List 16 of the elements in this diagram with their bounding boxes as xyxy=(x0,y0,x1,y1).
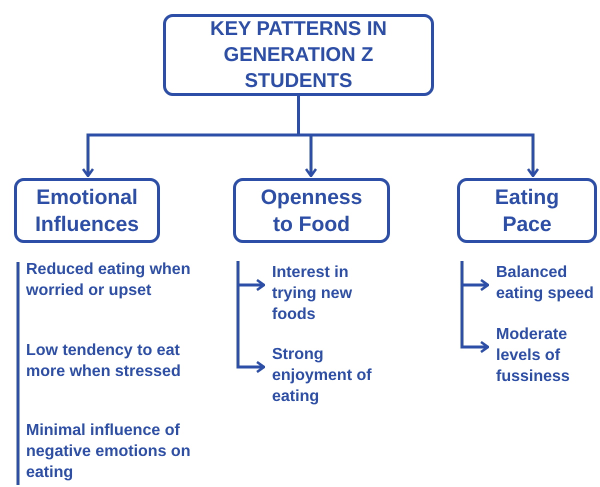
title-text: KEY PATTERNS IN GENERATION Z STUDENTS xyxy=(209,17,388,94)
title-box xyxy=(163,14,434,96)
category-title: Eating Pace xyxy=(494,184,560,238)
list-item-text: Moderate levels of fussiness xyxy=(496,324,600,387)
arrow xyxy=(297,96,540,178)
list-item-text: Interest in trying new foods xyxy=(272,262,382,325)
list-item-text: Reduced eating when worried or upset xyxy=(26,260,191,301)
category-box xyxy=(233,178,390,243)
list-item-text: Balanced eating speed xyxy=(496,262,600,304)
list-item-text: Low tendency to eat more when stressed xyxy=(26,341,182,382)
category-box xyxy=(457,178,597,243)
category-title: Emotional Influences xyxy=(34,184,140,238)
list-item-text: Strong enjoyment of eating xyxy=(272,344,382,407)
category-box xyxy=(14,178,160,243)
category-title: Openness to Food xyxy=(260,184,364,238)
list-item-text: Minimal influence of negative emotions on eating xyxy=(26,421,191,483)
